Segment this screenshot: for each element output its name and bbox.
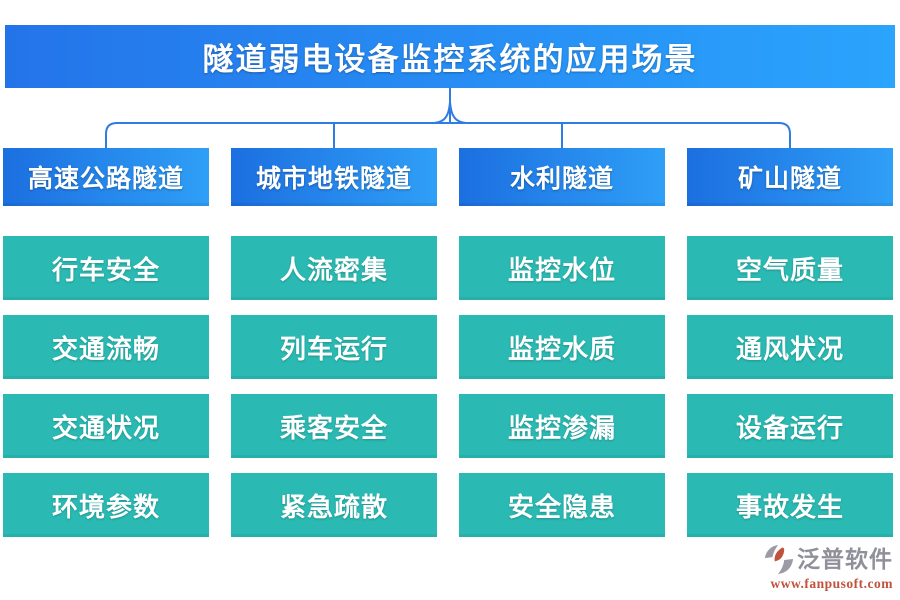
scenario-item-label: 空气质量 [735,255,844,285]
scenario-item-label: 通风状况 [735,334,844,364]
fanpu-watermark: 泛普软件 www.fanpusoft.com [764,543,893,592]
column-mine-tunnel: 矿山隧道 空气质量 通风状况 设备运行 事故发生 [687,148,893,552]
column-header: 水利隧道 [459,148,665,206]
scenario-item: 交通流畅 [3,315,209,379]
column-highway-tunnel: 高速公路隧道 行车安全 交通流畅 交通状况 环境参数 [3,148,209,552]
scenario-item: 行车安全 [3,236,209,300]
scenario-item: 紧急疏散 [231,473,437,537]
scenario-item-label: 行车安全 [51,255,160,285]
column-water-tunnel: 水利隧道 监控水位 监控水质 监控渗漏 安全隐患 [459,148,665,552]
column-metro-tunnel: 城市地铁隧道 人流密集 列车运行 乘客安全 紧急疏散 [231,148,437,552]
scenario-item-label: 设备运行 [735,413,844,443]
scenario-item-label: 监控水位 [507,255,616,285]
page-title: 隧道弱电设备监控系统的应用场景 [202,42,698,77]
scenario-item: 设备运行 [687,394,893,458]
scenario-item-label: 监控水质 [507,334,616,364]
scenario-item: 监控水位 [459,236,665,300]
scenario-item-label: 乘客安全 [279,413,388,443]
scenario-item: 乘客安全 [231,394,437,458]
column-header: 矿山隧道 [687,148,893,206]
brand-name: 泛普软件 [797,546,893,572]
scenario-item: 环境参数 [3,473,209,537]
scenario-item-label: 交通状况 [51,413,160,443]
scenario-item: 列车运行 [231,315,437,379]
scenario-item-label: 监控渗漏 [507,413,616,443]
scenario-item: 监控水质 [459,315,665,379]
scenario-item-label: 环境参数 [51,492,160,522]
scenario-item-label: 人流密集 [279,255,388,285]
diagram-title-banner: 隧道弱电设备监控系统的应用场景 [5,25,895,88]
brand-url-link[interactable]: www.fanpusoft.com [770,576,893,591]
scenario-item: 交通状况 [3,394,209,458]
fanpu-logo-icon [764,544,794,574]
connector-lines [105,87,791,150]
column-header-label: 高速公路隧道 [27,166,184,193]
scenario-item-label: 事故发生 [735,492,844,522]
scenario-item: 通风状况 [687,315,893,379]
scenario-item: 空气质量 [687,236,893,300]
column-header-label: 水利隧道 [509,166,614,193]
column-header: 城市地铁隧道 [231,148,437,206]
scenario-item-label: 交通流畅 [51,334,160,364]
scenario-item-label: 安全隐患 [507,492,616,522]
scenario-item-label: 紧急疏散 [279,492,388,522]
scenario-item-label: 列车运行 [279,334,388,364]
scenario-item: 事故发生 [687,473,893,537]
scenario-grid: 高速公路隧道 行车安全 交通流畅 交通状况 环境参数 城市地铁隧道 人流密集 [3,148,897,552]
scenario-item: 监控渗漏 [459,394,665,458]
column-header-label: 矿山隧道 [737,166,842,193]
column-header-label: 城市地铁隧道 [255,166,412,193]
scenario-item: 安全隐患 [459,473,665,537]
scenario-item: 人流密集 [231,236,437,300]
column-header: 高速公路隧道 [3,148,209,206]
